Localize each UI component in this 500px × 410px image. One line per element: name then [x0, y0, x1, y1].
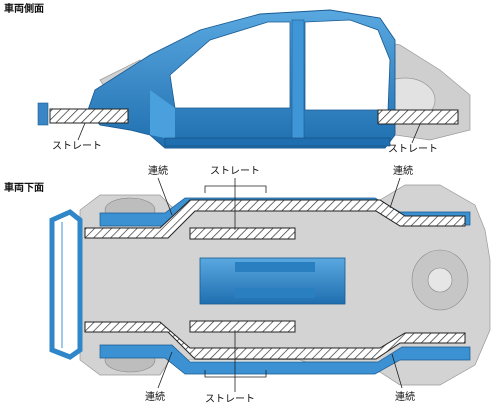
label-continuous-bottom-left: 連続	[145, 392, 165, 403]
label-straight-under-bottom: ストレート	[205, 394, 255, 405]
label-straight-side-right: ストレート	[388, 144, 438, 155]
label-straight-under-top: ストレート	[210, 166, 260, 177]
label-continuous-top-left: 連続	[148, 166, 168, 177]
label-continuous-bottom-right: 連続	[395, 392, 415, 403]
under-view-title: 車両下面	[4, 183, 44, 194]
side-view-title: 車両側面	[4, 4, 44, 15]
under-view-body	[49, 177, 491, 392]
label-straight-side-left: ストレート	[52, 141, 102, 152]
label-continuous-top-right: 連続	[393, 166, 413, 177]
side-view-body	[37, 9, 471, 149]
